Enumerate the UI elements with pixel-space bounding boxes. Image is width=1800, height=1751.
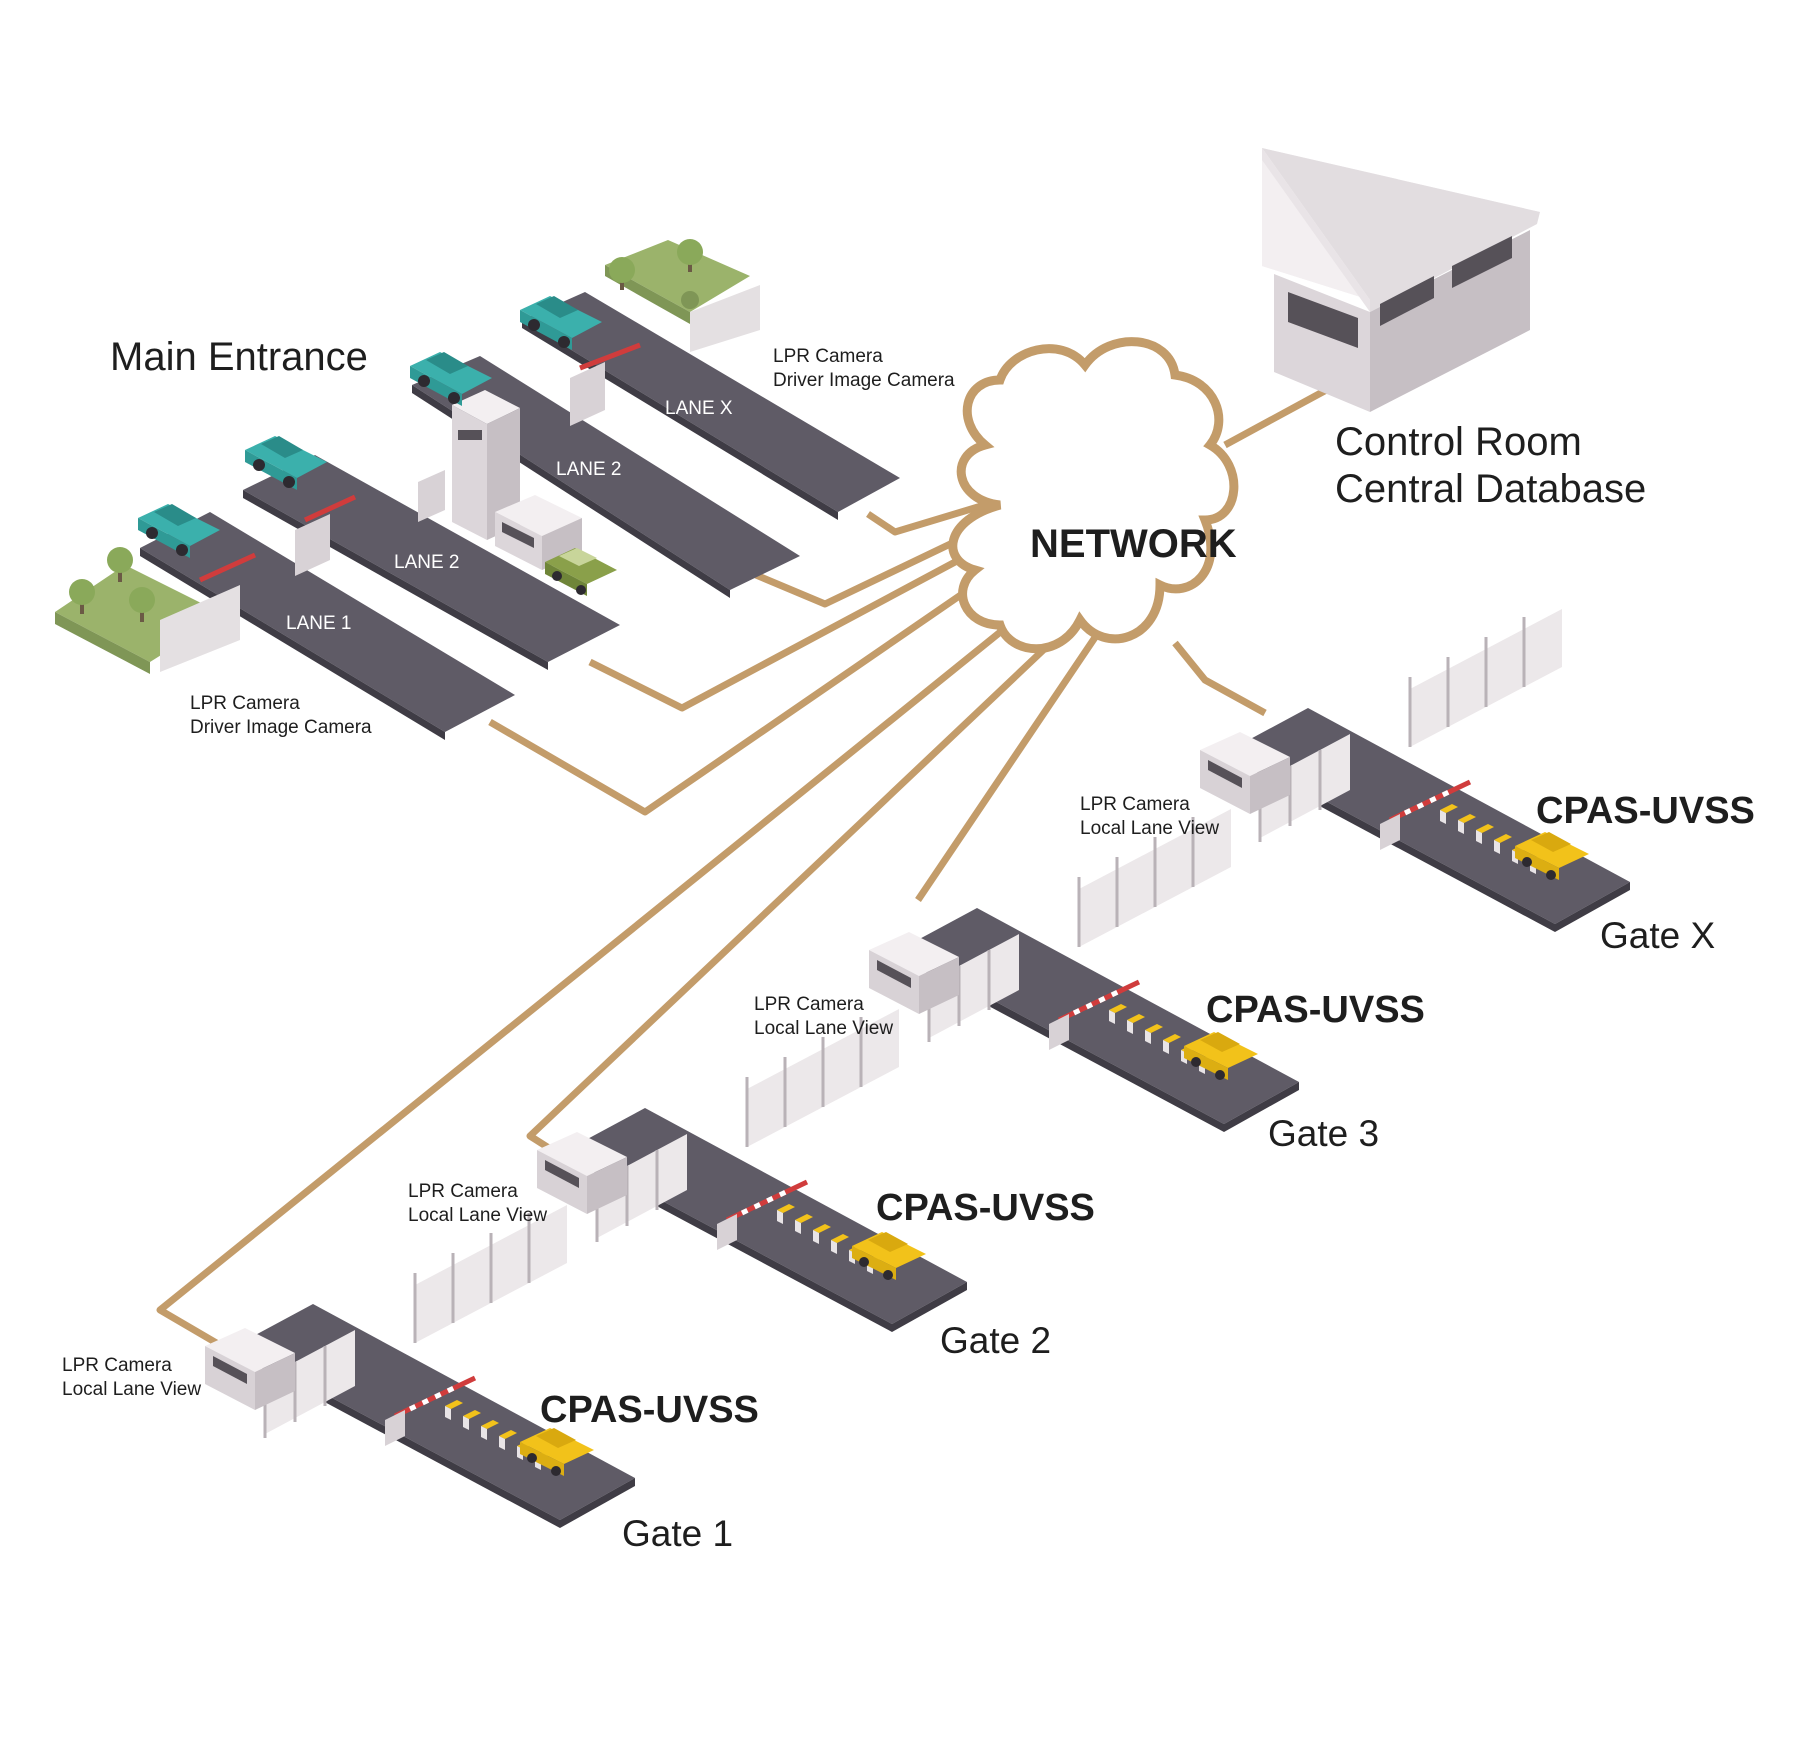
camera-label-top-line1: LPR Camera <box>773 346 883 367</box>
control-room-line2: Central Database <box>1335 467 1646 511</box>
camera-label-top-line2: Driver Image Camera <box>773 370 955 391</box>
gate-2-name: Gate 2 <box>940 1320 1051 1361</box>
barrier-arms <box>198 342 641 583</box>
lane-label-x: LANE X <box>665 398 733 419</box>
control-room-line1: Control Room <box>1335 420 1582 464</box>
link-gate-1 <box>156 597 1043 1352</box>
gate-3-camera-line2: Local Lane View <box>754 1018 893 1039</box>
entrance-fences <box>160 285 760 672</box>
gate-2-camera-line1: LPR Camera <box>408 1181 518 1202</box>
link-control-room <box>1223 384 1332 449</box>
gate-1-checkpoint <box>205 1205 635 1528</box>
link-lane-2b <box>754 520 994 608</box>
tree-icon <box>69 239 703 622</box>
gates-layer <box>205 609 1630 1528</box>
gate-2-system-label: CPAS-UVSS <box>876 1187 1095 1229</box>
gate-x-system-label: CPAS-UVSS <box>1536 790 1755 832</box>
lane-label-1: LANE 1 <box>286 613 351 634</box>
gate-1-camera-line1: LPR Camera <box>62 1355 172 1376</box>
main-entrance-area <box>55 239 900 740</box>
guard-booth <box>495 495 582 570</box>
link-lane-2a <box>588 542 987 712</box>
main-entrance-title: Main Entrance <box>110 335 368 379</box>
gate-3-checkpoint <box>869 809 1299 1132</box>
link-gate-x <box>1172 640 1267 717</box>
gate-2-camera-line2: Local Lane View <box>408 1205 547 1226</box>
gate-1-camera-line2: Local Lane View <box>62 1379 201 1400</box>
gate-1-system-label: CPAS-UVSS <box>540 1389 759 1431</box>
network-label: NETWORK <box>1030 522 1237 566</box>
gate-x-camera-line2: Local Lane View <box>1080 818 1219 839</box>
gate-3-system-label: CPAS-UVSS <box>1206 989 1425 1031</box>
road-lane-x <box>522 292 900 512</box>
car-icon <box>138 296 617 596</box>
gate-3-name: Gate 3 <box>1268 1113 1379 1154</box>
gate-x-camera-line1: LPR Camera <box>1080 794 1190 815</box>
gate-3-camera-line1: LPR Camera <box>754 994 864 1015</box>
gate-2-checkpoint <box>537 1009 967 1332</box>
link-lane-1 <box>488 565 1002 816</box>
lane-label-2a: LANE 2 <box>394 552 459 573</box>
camera-label-bottom-line1: LPR Camera <box>190 693 300 714</box>
link-gate-3 <box>915 628 1103 902</box>
link-lane-x <box>866 496 1003 536</box>
network-cloud <box>948 337 1239 654</box>
grass-patch-top <box>605 240 750 312</box>
lane-label-2b: LANE 2 <box>556 459 621 480</box>
gate-x-name: Gate X <box>1600 915 1715 956</box>
control-room-building <box>1262 148 1540 412</box>
camera-label-bottom-line2: Driver Image Camera <box>190 717 372 738</box>
gate-1-name: Gate 1 <box>622 1513 733 1554</box>
gate-x-checkpoint <box>1200 609 1630 932</box>
